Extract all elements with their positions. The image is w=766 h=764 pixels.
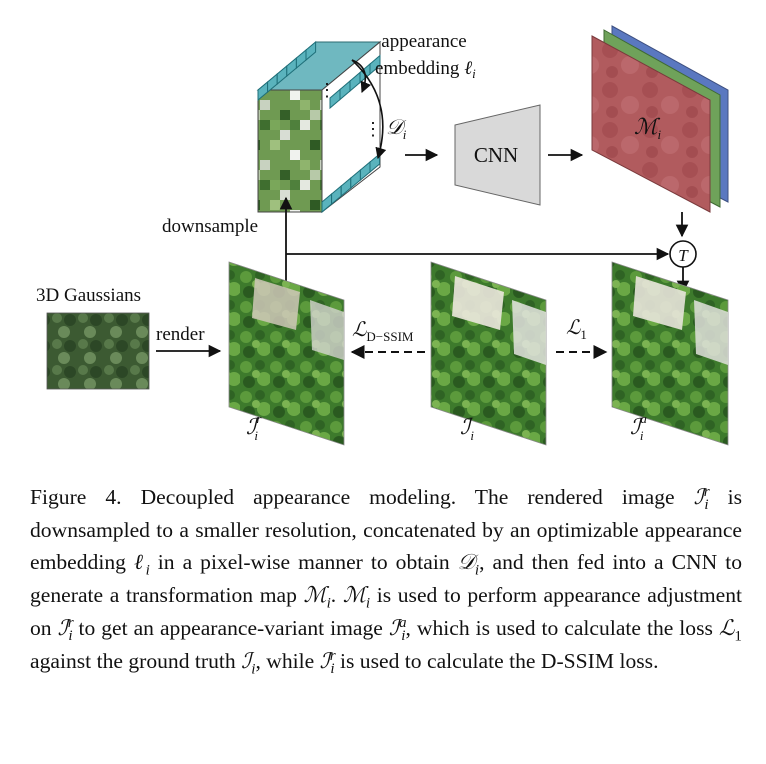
ground-truth-image <box>430 261 547 446</box>
embed-arrow-2 <box>351 59 387 160</box>
rendered-image <box>228 261 345 446</box>
transformation-map-stack: ℳi <box>591 25 729 213</box>
cnn-label: CNN <box>474 143 518 167</box>
cnn-block: CNN <box>454 104 541 206</box>
appearance-label-line1: appearance <box>381 31 466 52</box>
render-label: render <box>156 324 205 345</box>
embedding-cube: ⋮ ⋮ <box>256 40 387 214</box>
downsample-label: downsample <box>162 216 258 237</box>
gaussians-label: 3D Gaussians <box>36 285 141 306</box>
caption-text: Figure 4. Decoupled appearance modeling.… <box>30 485 694 509</box>
l1-loss-label: ℒ1 <box>566 315 587 342</box>
gaussians-image <box>46 312 150 390</box>
ellipsis-top: ⋮ <box>318 80 336 100</box>
ellipsis-side: ⋮ <box>364 119 382 139</box>
embedding-cell <box>369 54 381 76</box>
figure-caption: Figure 4. Decoupled appearance modeling.… <box>30 483 743 678</box>
d-label: 𝒟i <box>386 115 407 142</box>
embedding-cell <box>305 40 317 62</box>
transform-label: T <box>678 246 689 265</box>
transform-operator: T <box>669 240 697 268</box>
dssim-loss-label: ℒD−SSIM <box>352 317 414 344</box>
appearance-label-line2: embedding ℓi <box>375 58 476 81</box>
figure-diagram: ⋮ ⋮ appearance embedding ℓi 𝒟i CNN ℳi T … <box>36 25 729 446</box>
m-label: ℳi <box>634 115 662 142</box>
adjusted-image <box>611 261 729 446</box>
embed-arrow-1 <box>351 59 372 94</box>
